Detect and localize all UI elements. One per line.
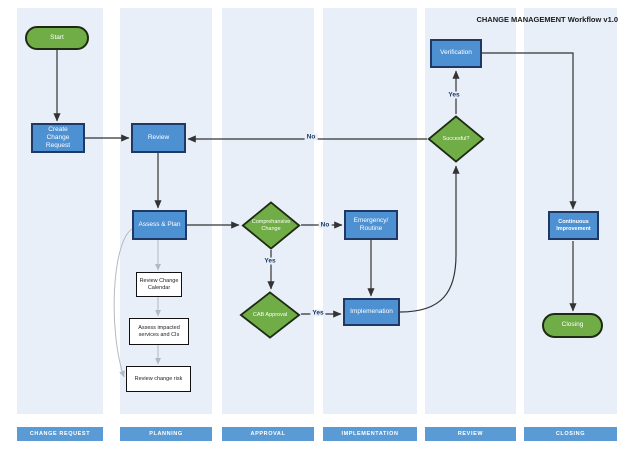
closing-node: Closing <box>542 313 603 338</box>
implementation-node: Implemenation <box>343 298 400 326</box>
node-label: Implemenation <box>350 307 393 315</box>
lane-change-request <box>17 8 103 414</box>
edge-label-yes: Yes <box>446 91 462 99</box>
edge-label-no: No <box>304 133 318 141</box>
node-label: Review <box>147 133 170 141</box>
diagram-title: CHANGE MANAGEMENT Workflow v1.0 <box>476 15 618 24</box>
node-label: Start <box>50 33 64 41</box>
node-label: Review Change Calendar <box>139 277 179 291</box>
node-label: Continuous Improvement <box>556 218 591 232</box>
lane-footer-closing: CLOSING <box>524 427 617 441</box>
lane-footer-label: CLOSING <box>555 431 586 437</box>
comprehensive-change-decision: Comprehansive Change <box>241 201 301 250</box>
lane-footer-approval: APPROVAL <box>222 427 314 441</box>
node-label: Assess & Plan <box>138 220 181 228</box>
review-change-calendar-node: Review Change Calendar <box>136 272 182 297</box>
lane-footer-review: REVIEW <box>425 427 516 441</box>
lane-footer-label: IMPLEMENTATION <box>341 431 399 437</box>
start-node: Start <box>25 26 89 50</box>
diamond-shape <box>427 115 485 163</box>
lane-review <box>425 8 516 414</box>
review-node: Review <box>131 123 186 153</box>
verification-node: Verification <box>430 39 482 68</box>
lane-footer-label: APPROVAL <box>250 431 286 437</box>
node-label: Review change risk <box>134 375 183 382</box>
node-label: Assess impacted services and CIs <box>138 324 180 338</box>
node-label: Succesful? <box>442 135 470 142</box>
lane-footer-planning: PLANNING <box>120 427 212 441</box>
lane-footer-label: REVIEW <box>457 431 484 437</box>
cab-approval-decision: CAB Approval <box>239 291 301 339</box>
continuous-improvement-node: Continuous Improvement <box>548 211 599 240</box>
assess-and-plan-node: Assess & Plan <box>132 210 187 240</box>
lane-footer-label: CHANGE REQUEST <box>29 431 91 437</box>
create-change-request-node: Create Change Request <box>31 123 85 153</box>
node-label: Closing <box>561 321 584 329</box>
lane-footer-change-request: CHANGE REQUEST <box>17 427 103 441</box>
edge-label-no: No <box>318 221 332 229</box>
emergency-routine-node: Emergency/ Routine <box>344 210 398 240</box>
lane-footer-implementation: IMPLEMENTATION <box>323 427 417 441</box>
node-label: CAB Approval <box>252 311 288 318</box>
diamond-shape <box>241 201 301 250</box>
diamond-shape <box>239 291 301 339</box>
review-change-risk-node: Review change risk <box>126 366 191 392</box>
successful-decision: Succesful? <box>427 115 485 163</box>
assess-impacted-node: Assess impacted services and CIs <box>129 318 189 345</box>
edge-label-yes: Yes <box>310 309 326 317</box>
lane-footer-label: PLANNING <box>149 431 183 437</box>
node-label: Verification <box>440 49 472 57</box>
edge-label-yes: Yes <box>262 257 278 265</box>
node-label: Create Change Request <box>45 125 71 150</box>
node-label: Emergency/ Routine <box>353 216 389 232</box>
node-label: Comprehansive Change <box>251 218 291 232</box>
